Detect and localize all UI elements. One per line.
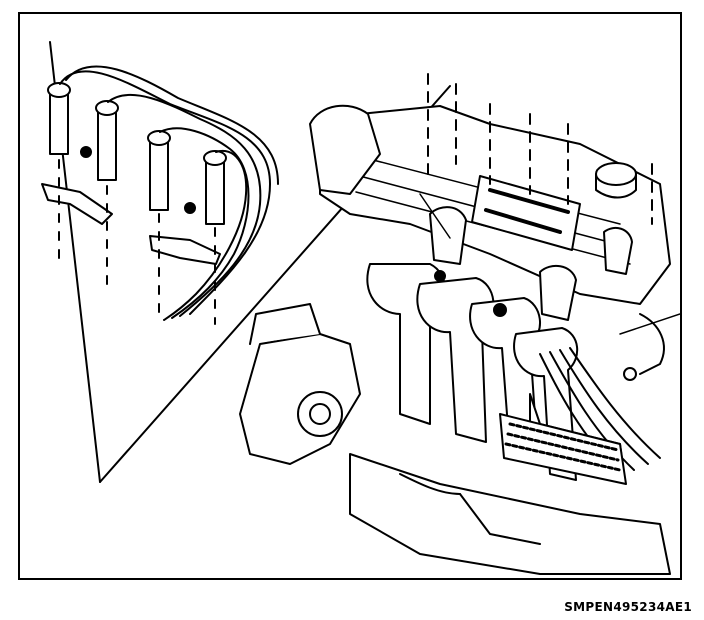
engine-line-drawing	[41, 41, 680, 575]
plug-boot-1	[49, 91, 69, 155]
plug-boot-3	[149, 139, 169, 211]
engine-assembly	[239, 73, 680, 575]
oil-filler-cap	[595, 162, 637, 186]
figure-caption: SMPEN495234AE1	[564, 600, 692, 614]
diagram-frame	[18, 12, 682, 580]
lower-block	[349, 453, 671, 575]
transaxle-housing	[239, 333, 361, 465]
plug-boot-4	[205, 159, 225, 225]
plug-boot-2	[97, 109, 117, 181]
inset-spark-plug-wires	[41, 65, 279, 325]
